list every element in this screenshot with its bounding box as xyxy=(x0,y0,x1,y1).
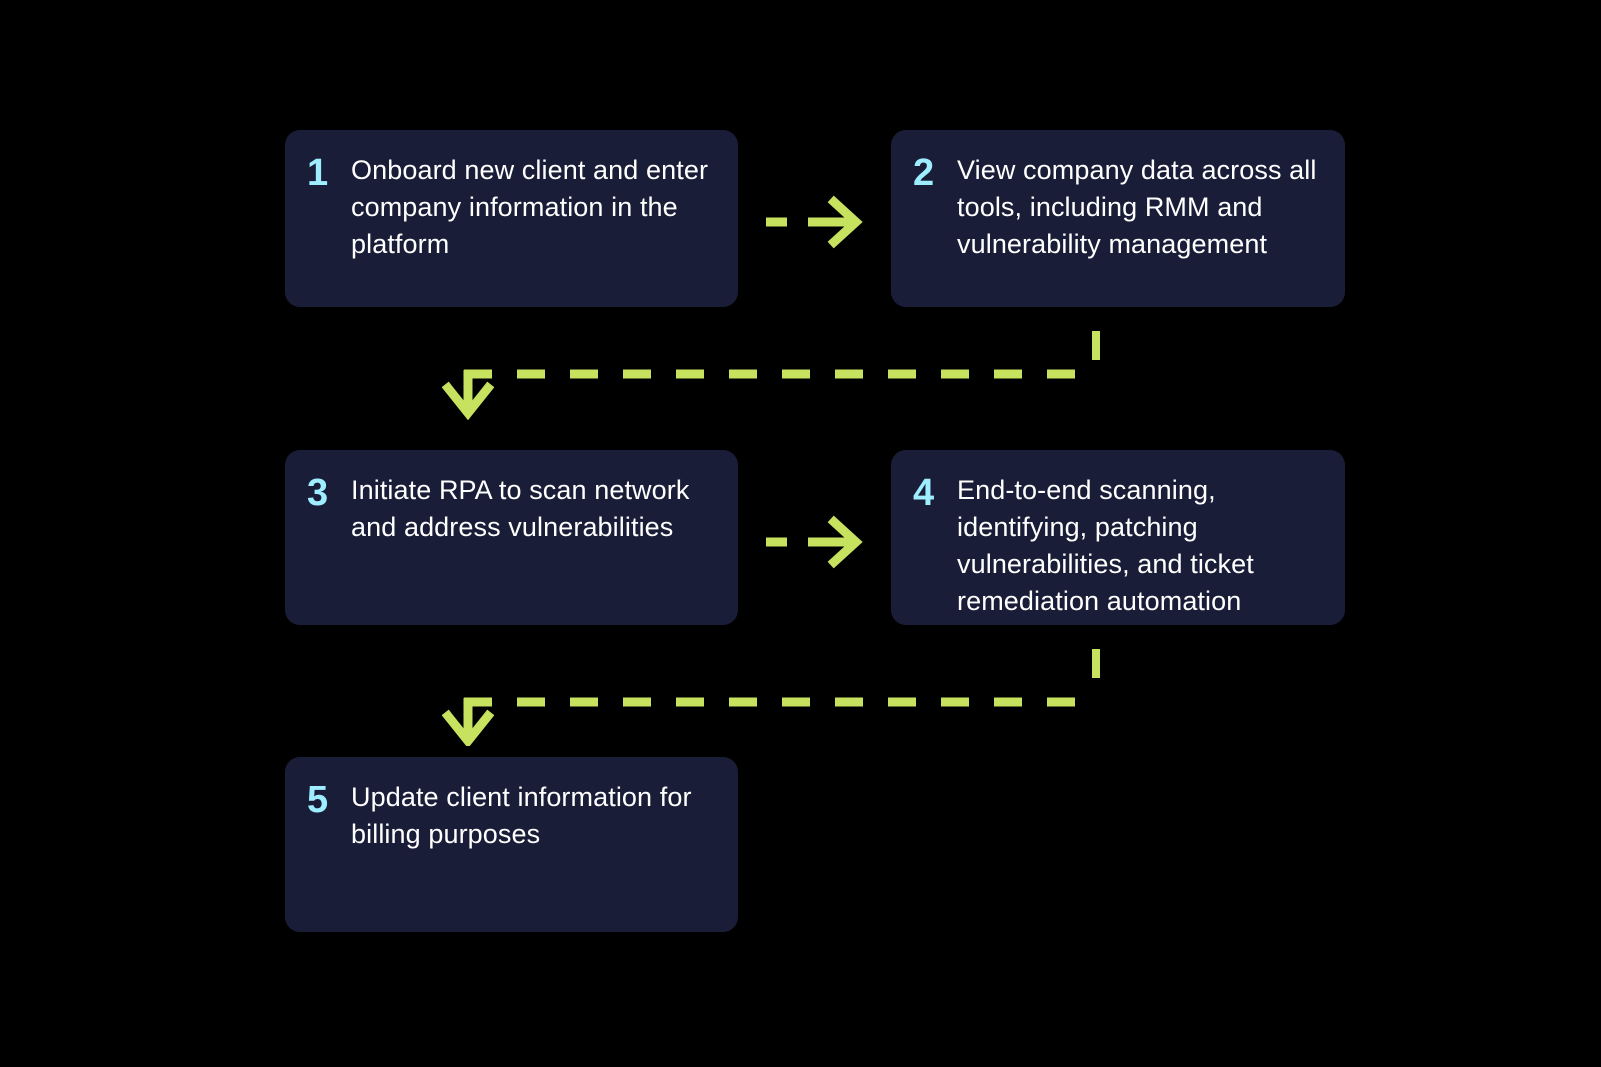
step-box-1[interactable]: 1 Onboard new client and enter company i… xyxy=(285,130,738,307)
arrowhead-right-icon xyxy=(827,515,863,569)
step-text-3: Initiate RPA to scan network and address… xyxy=(351,475,690,542)
step-box-5[interactable]: 5 Update client information for billing … xyxy=(285,757,738,932)
step-text-4: End-to-end scanning, identifying, patchi… xyxy=(957,475,1254,616)
step-number-4: 4 xyxy=(913,472,934,514)
connector-step2-to-step3 xyxy=(441,331,1100,421)
step-text-5: Update client information for billing pu… xyxy=(351,782,692,849)
step-box-4[interactable]: 4 End-to-end scanning, identifying, patc… xyxy=(891,450,1345,625)
step-box-3[interactable]: 3 Initiate RPA to scan network and addre… xyxy=(285,450,738,625)
step-number-2: 2 xyxy=(913,152,934,194)
arrowhead-down-icon xyxy=(441,709,495,746)
connector-step3-to-step4 xyxy=(766,515,863,569)
step-text-1: Onboard new client and enter company inf… xyxy=(351,155,709,259)
step-number-5: 5 xyxy=(307,779,328,821)
step-box-2[interactable]: 2 View company data across all tools, in… xyxy=(891,130,1345,307)
step-number-1: 1 xyxy=(307,152,328,194)
step-text-2: View company data across all tools, incl… xyxy=(957,155,1317,259)
step-number-3: 3 xyxy=(307,472,328,514)
arrowhead-right-icon xyxy=(827,195,863,249)
connector-step1-to-step2 xyxy=(766,195,863,249)
arrowhead-down-icon xyxy=(441,381,495,421)
connector-step4-to-step5 xyxy=(441,649,1100,746)
